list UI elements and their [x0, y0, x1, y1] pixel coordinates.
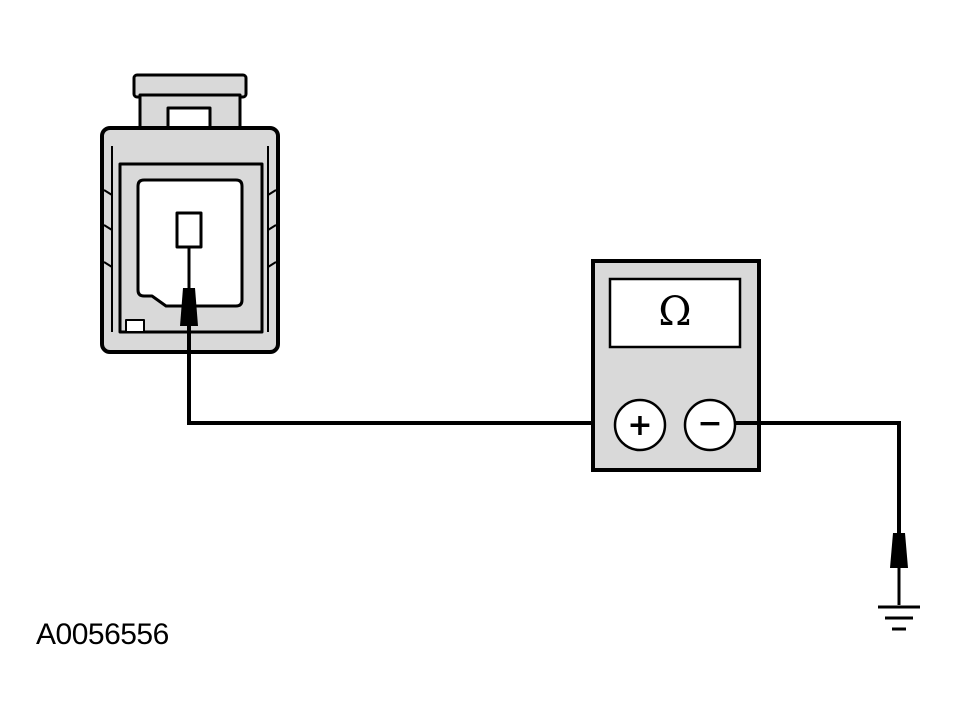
connector-latch-slot	[166, 106, 212, 130]
negative-terminal-label: −	[697, 406, 722, 441]
ground-icon	[878, 605, 920, 631]
positive-terminal-label: +	[627, 408, 652, 443]
connector-pin-terminal	[175, 211, 203, 249]
negative-terminal: −	[683, 398, 737, 452]
multimeter: Ω + −	[591, 259, 761, 472]
negative-probe-tip	[890, 533, 908, 568]
connector	[100, 73, 280, 354]
multimeter-display	[608, 277, 742, 349]
connector-key-notch	[125, 319, 145, 333]
figure-id: A0056556	[36, 618, 169, 651]
positive-test-lead	[180, 247, 616, 425]
negative-test-lead	[735, 421, 908, 605]
ohm-symbol: Ω	[658, 289, 691, 335]
positive-terminal: +	[613, 398, 667, 452]
positive-probe-tip	[180, 288, 198, 326]
